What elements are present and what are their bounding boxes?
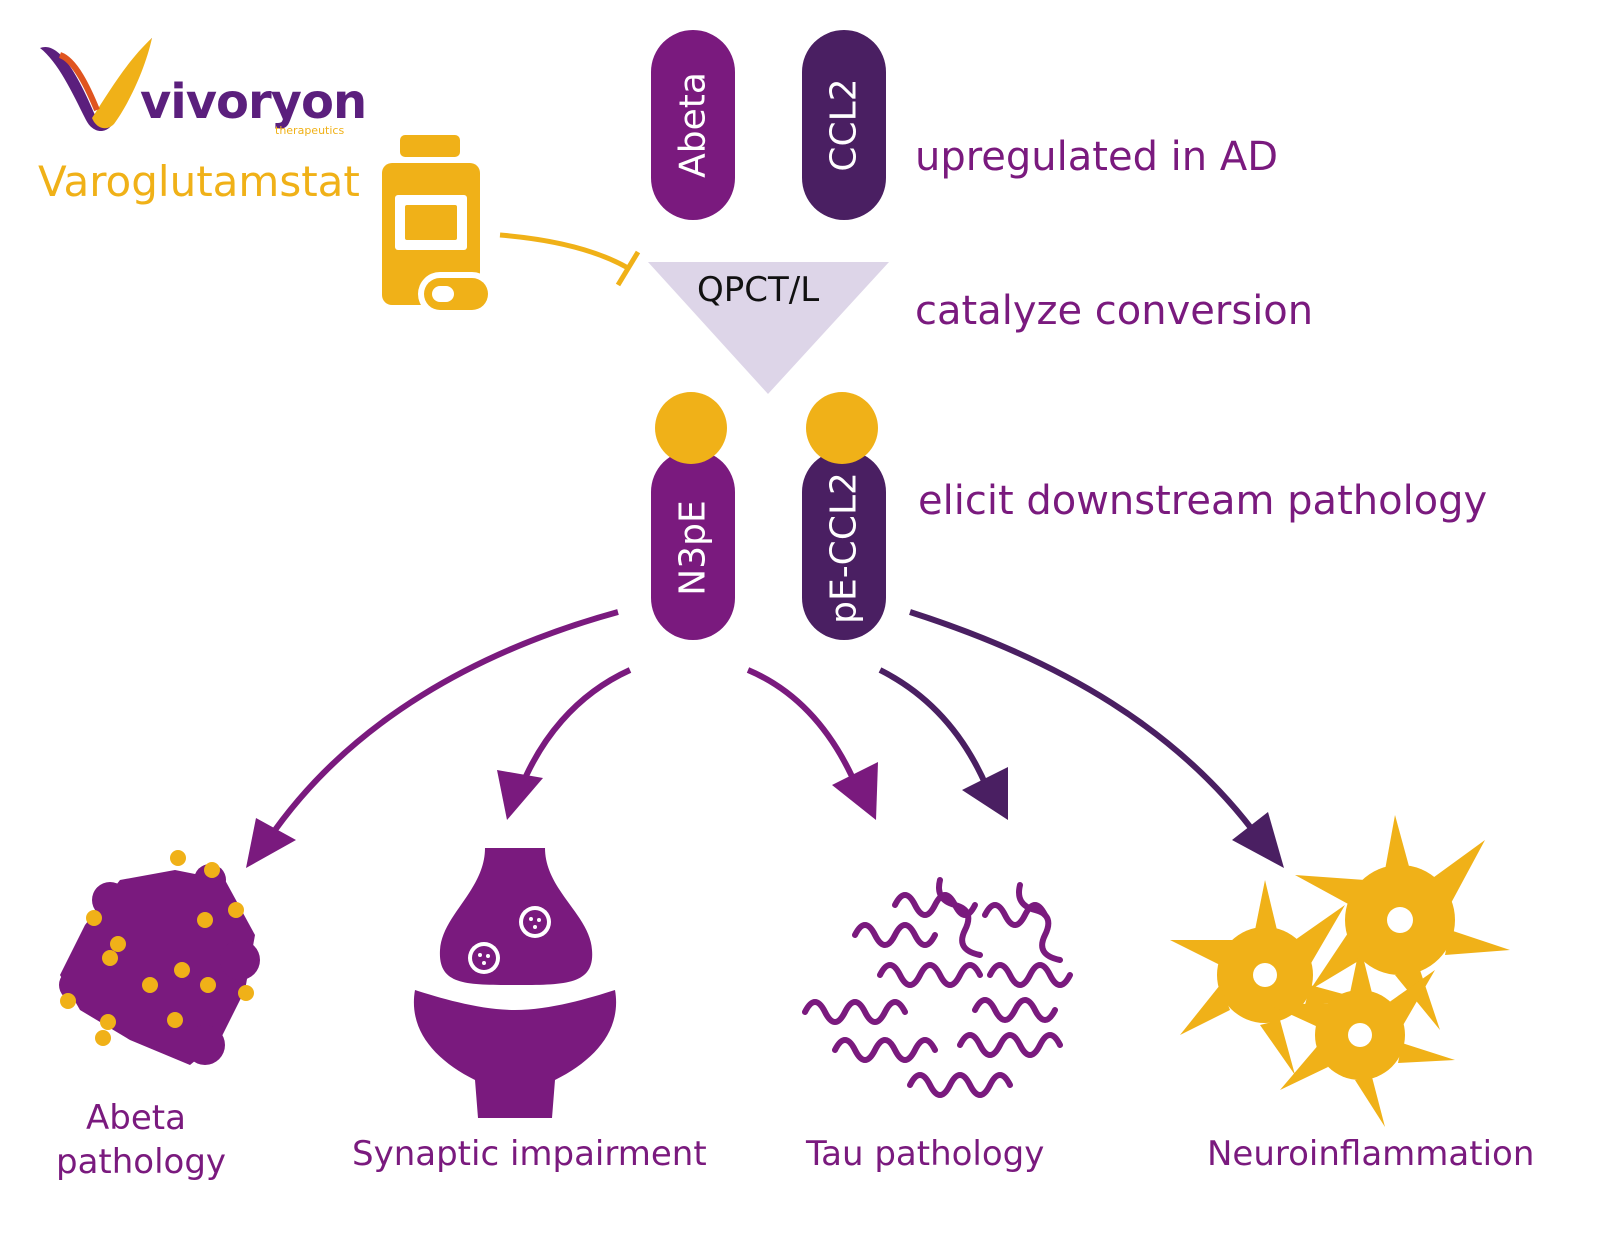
arrow-to-tau-ccl2 <box>878 667 991 792</box>
outcome-synaptic: Synaptic impairment <box>352 1134 707 1174</box>
arrowhead-synaptic <box>497 770 543 820</box>
arrowhead-tau <box>832 762 878 820</box>
product-n3pe-label: N3pE <box>673 500 714 595</box>
arrowhead-tau-ccl2 <box>962 767 1008 820</box>
outcome-neuroinflammation: Neuroinflammation <box>1207 1134 1535 1174</box>
vivoryon-logo-icon <box>40 38 152 132</box>
product-n3pe: N3pE <box>651 392 735 640</box>
synapse-icon <box>413 848 617 1118</box>
stage-catalyze: catalyze conversion <box>915 288 1314 334</box>
tau-tangles-icon <box>802 877 1073 1098</box>
pill-bottle-icon <box>382 135 494 316</box>
product-pe-ccl2-label: pE-CCL2 <box>824 472 865 624</box>
arrowhead-abeta <box>246 818 296 868</box>
substrate-ccl2-label: CCL2 <box>824 78 865 171</box>
arrowhead-neuro <box>1232 812 1284 868</box>
outcome-tau: Tau pathology <box>806 1134 1045 1174</box>
product-pe-ccl2: pE-CCL2 <box>802 392 886 640</box>
arrow-to-tau <box>746 667 861 792</box>
stage-elicit: elicit downstream pathology <box>918 478 1488 524</box>
downstream-arrows <box>246 609 1284 868</box>
arrow-to-neuroinflammation <box>909 609 1263 842</box>
enzyme-label: QPCT/L <box>697 270 820 310</box>
substrate-abeta: Abeta <box>651 30 735 220</box>
arrow-to-abeta-pathology <box>265 609 619 842</box>
brand-tagline: therapeutics <box>275 124 345 137</box>
arrow-to-synaptic <box>517 667 632 792</box>
stage-upregulated: upregulated in AD <box>915 134 1279 180</box>
substrate-ccl2: CCL2 <box>802 30 886 220</box>
brand-name: vivoryon <box>140 74 367 130</box>
glial-cells-icon <box>1170 815 1510 1127</box>
outcome-abeta-line1: Abeta <box>86 1098 186 1138</box>
abeta-aggregate-icon <box>59 850 260 1065</box>
outcome-abeta-line2: pathology <box>56 1142 227 1182</box>
enzyme-triangle <box>648 262 889 394</box>
substrate-abeta-label: Abeta <box>673 72 714 178</box>
inhibition-arrow <box>499 232 641 287</box>
drug-name: Varoglutamstat <box>38 157 360 206</box>
